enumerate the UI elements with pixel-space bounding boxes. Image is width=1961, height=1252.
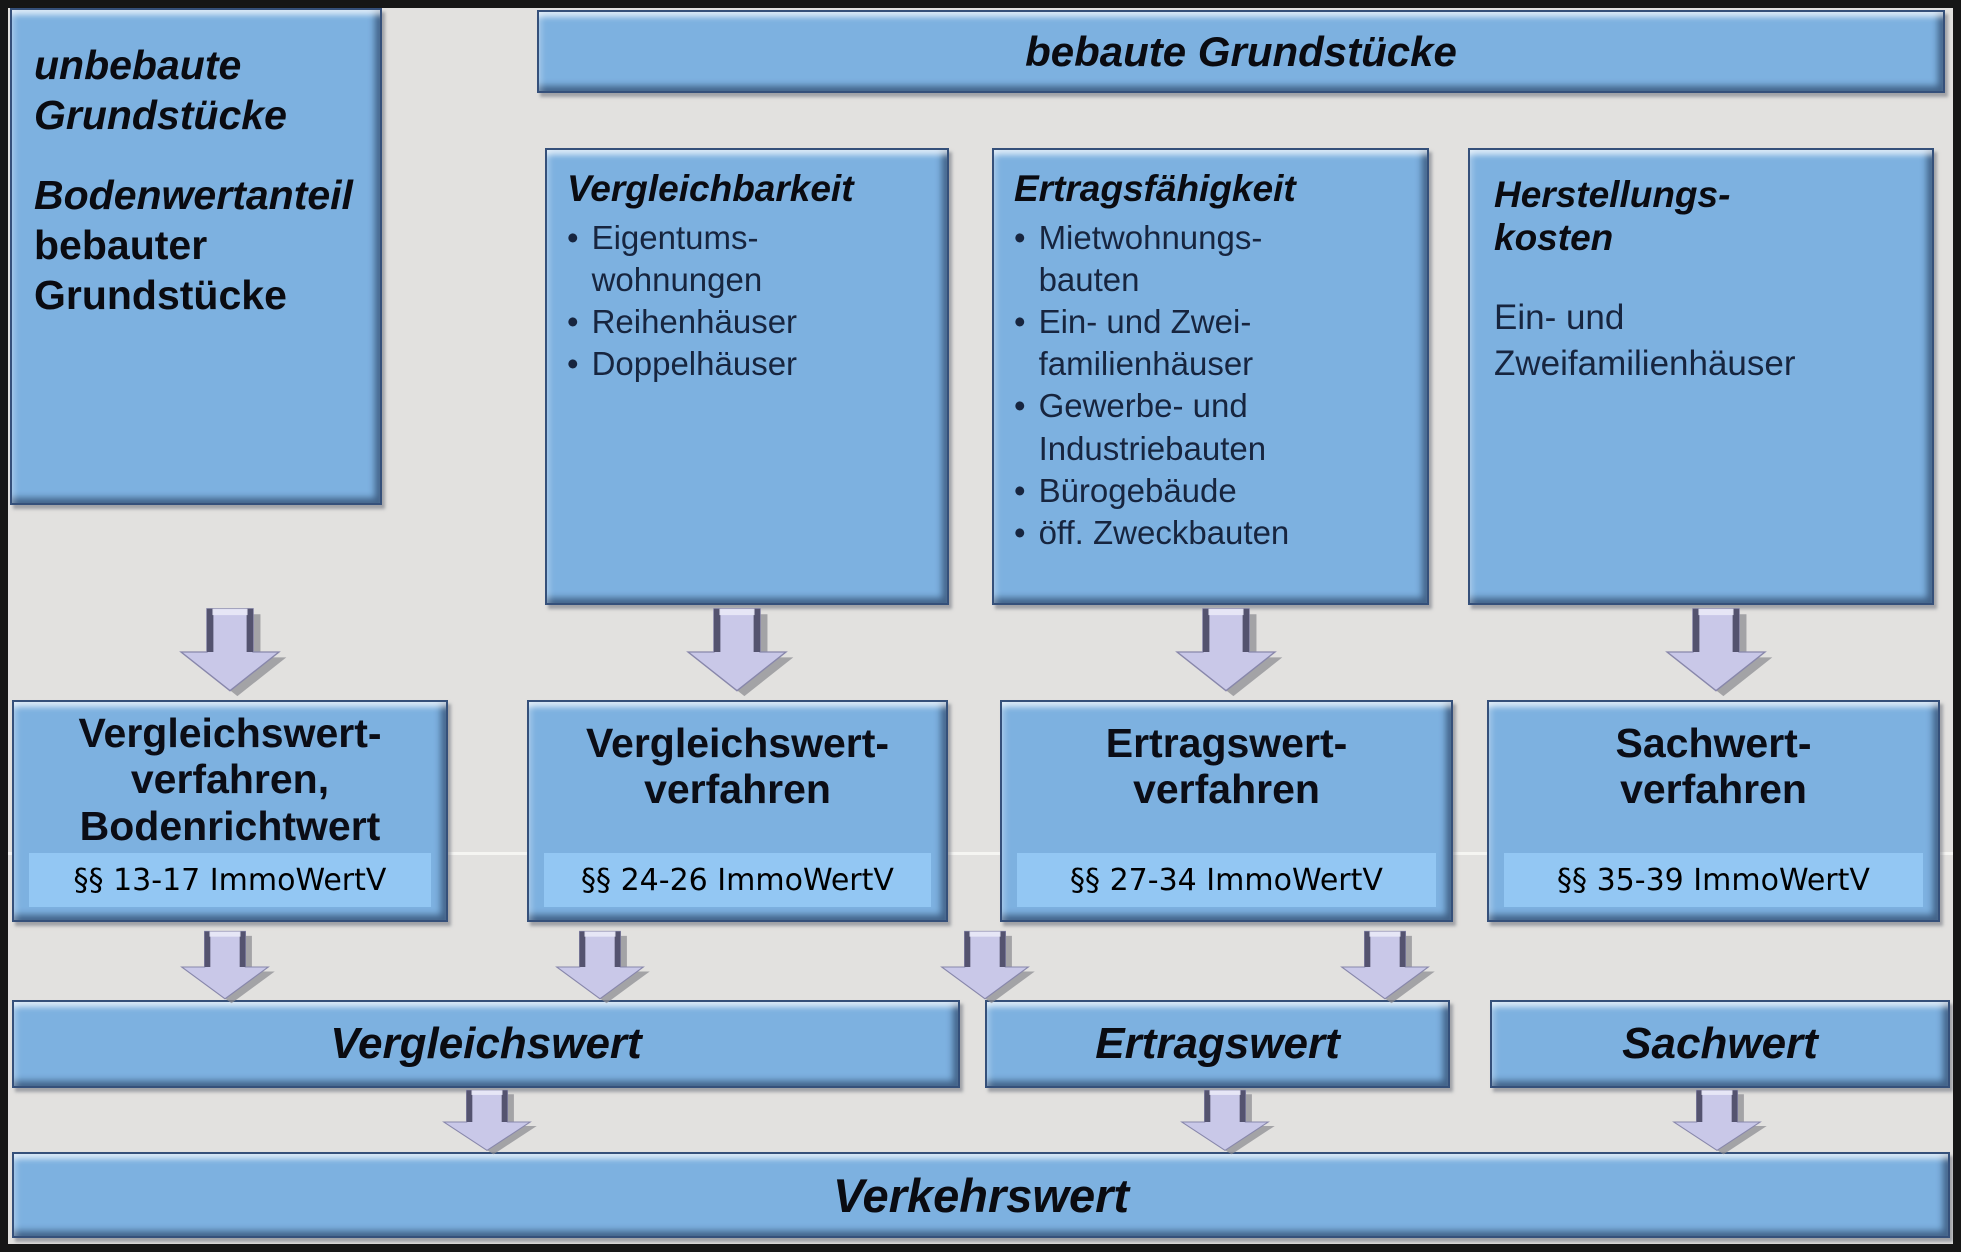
list-item-label: Reihenhäuser: [591, 303, 798, 341]
sachwert-bar: Sachwert: [1490, 1000, 1950, 1088]
herstellungskosten-title: Herstellungs- kosten: [1494, 174, 1731, 258]
unbebaute-grundstuecke-box: unbebaute Grundstücke Bodenwertanteil be…: [10, 8, 382, 505]
arrow-down-icon: [172, 930, 278, 1004]
list-item: • Eigentums- wohnungen: [567, 217, 927, 301]
paragraph-strip: §§ 13-17 ImmoWertV: [29, 853, 431, 907]
arrow-down-icon: [1332, 930, 1438, 1004]
arrow-down-icon: [677, 607, 797, 697]
method-title: Vergleichswert- verfahren: [585, 720, 890, 813]
list-item: • Doppelhäuser: [567, 343, 927, 385]
vergleichswert-bar: Vergleichswert: [12, 1000, 960, 1088]
bebauter-grundstuecke-title: bebauter Grundstücke: [34, 222, 287, 319]
bullet-icon: •: [1014, 218, 1026, 256]
bebaute-grundstuecke-label: bebaute Grundstücke: [1025, 27, 1457, 75]
herstellungskosten-box: Herstellungs- kosten Ein- und Zweifamili…: [1468, 148, 1934, 605]
arrow-down-icon: [170, 607, 290, 697]
paragraph-strip: §§ 24-26 ImmoWertV: [544, 853, 931, 907]
bullet-icon: •: [1014, 471, 1026, 509]
background-divider-line: [0, 852, 1961, 855]
list-item-label: Ein- und Zwei- familienhäuser: [1038, 303, 1254, 383]
arrow-down-icon: [434, 1089, 540, 1155]
bullet-icon: •: [1014, 514, 1026, 552]
list-item-label: Eigentums- wohnungen: [591, 218, 763, 298]
paragraph-strip: §§ 27-34 ImmoWertV: [1017, 853, 1436, 907]
vergleichbarkeit-box: Vergleichbarkeit • Eigentums- wohnungen …: [545, 148, 949, 605]
sachwert-label: Sachwert: [1622, 1019, 1818, 1068]
vergleichbarkeit-list: • Eigentums- wohnungen • Reihenhäuser • …: [567, 217, 927, 386]
verkehrswert-label: Verkehrswert: [832, 1168, 1130, 1222]
ertragswert-label: Ertragswert: [1095, 1019, 1340, 1068]
ertragswertverfahren-box: Ertragswert- verfahren §§ 27-34 ImmoWert…: [1000, 700, 1453, 922]
herstellungskosten-body: Ein- und Zweifamilienhäuser: [1494, 298, 1796, 383]
list-item-label: Bürogebäude: [1038, 471, 1237, 509]
verkehrswert-bar: Verkehrswert: [12, 1152, 1950, 1238]
ertragsfaehigkeit-title: Ertragsfähigkeit: [1014, 168, 1296, 209]
vergleichswert-label: Vergleichswert: [330, 1019, 642, 1068]
list-item: • Reihenhäuser: [567, 301, 927, 343]
list-item-label: Gewerbe- und Industriebauten: [1038, 387, 1267, 467]
list-item: • Ein- und Zwei- familienhäuser: [1014, 301, 1407, 385]
list-item-label: Doppelhäuser: [591, 345, 798, 383]
bullet-icon: •: [567, 218, 579, 256]
list-item-label: Mietwohnungs- bauten: [1038, 218, 1263, 298]
arrow-down-icon: [1664, 1089, 1770, 1155]
bodenwertanteil-title: Bodenwertanteil: [34, 172, 353, 219]
arrow-down-icon: [932, 930, 1038, 1004]
list-item: • Gewerbe- und Industriebauten: [1014, 385, 1407, 469]
paragraph-strip: §§ 35-39 ImmoWertV: [1504, 853, 1923, 907]
method-title: Vergleichswert- verfahren, Bodenrichtwer…: [78, 710, 382, 849]
vergleichswertverfahren-box: Vergleichswert- verfahren §§ 24-26 ImmoW…: [527, 700, 948, 922]
list-item: • Mietwohnungs- bauten: [1014, 217, 1407, 301]
method-title: Sachwert- verfahren: [1615, 720, 1812, 813]
ertragswert-bar: Ertragswert: [985, 1000, 1450, 1088]
list-item: • Bürogebäude: [1014, 470, 1407, 512]
bullet-icon: •: [567, 345, 579, 383]
method-title: Ertragswert- verfahren: [1105, 720, 1348, 813]
bullet-icon: •: [1014, 303, 1026, 341]
bullet-icon: •: [1014, 387, 1026, 425]
arrow-down-icon: [1656, 607, 1776, 697]
bebaute-grundstuecke-header: bebaute Grundstücke: [537, 10, 1945, 93]
arrow-down-icon: [1172, 1089, 1278, 1155]
arrow-down-icon: [1166, 607, 1286, 697]
unbebaute-grundstuecke-title: unbebaute Grundstücke: [34, 42, 287, 139]
sachwertverfahren-box: Sachwert- verfahren §§ 35-39 ImmoWertV: [1487, 700, 1940, 922]
arrow-down-icon: [547, 930, 653, 1004]
bullet-icon: •: [567, 303, 579, 341]
list-item: • öff. Zweckbauten: [1014, 512, 1407, 554]
ertragsfaehigkeit-list: • Mietwohnungs- bauten • Ein- und Zwei- …: [1014, 217, 1407, 555]
list-item-label: öff. Zweckbauten: [1038, 514, 1290, 552]
ertragsfaehigkeit-box: Ertragsfähigkeit • Mietwohnungs- bauten …: [992, 148, 1429, 605]
vergleichbarkeit-title: Vergleichbarkeit: [567, 168, 854, 209]
vergleichswertverfahren-bodenrichtwert-box: Vergleichswert- verfahren, Bodenrichtwer…: [12, 700, 448, 922]
